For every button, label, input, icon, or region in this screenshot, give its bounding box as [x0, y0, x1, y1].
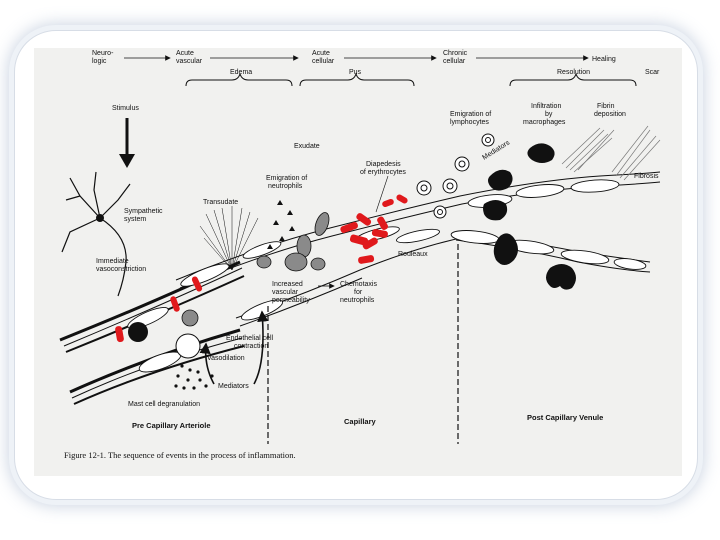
stimulus-arrow-head	[119, 154, 135, 168]
label-emig-neutrophils-1: Emigration of	[266, 175, 307, 182]
label-sympathetic-2: system	[124, 216, 146, 223]
stage-neurologic-2: logic	[92, 58, 107, 65]
label-emig-lymphocytes-1: Emigration of	[450, 111, 491, 118]
mediator-dots	[174, 364, 214, 390]
transudate-fibers	[199, 206, 259, 271]
label-transudate: Transudate	[203, 199, 238, 206]
stage-acute-cellular-2: cellular	[312, 58, 335, 65]
neutrophil-cells	[181, 212, 330, 327]
figure-sheet	[34, 48, 682, 476]
label-fibrosis: Fibrosis	[634, 173, 659, 180]
label-fibrin-2: deposition	[594, 111, 626, 118]
stage-scar: Scar	[645, 69, 660, 76]
section-dividers	[267, 244, 459, 444]
stage-acute-vascular-1: Acute	[176, 50, 194, 57]
label-emig-neutrophils-2: neutrophils	[268, 183, 303, 190]
brace-group	[185, 72, 637, 87]
section-capillary: Capillary	[344, 417, 377, 426]
stage-acute-cellular-1: Acute	[312, 50, 330, 57]
label-endothelial-1: Endothelial cell	[226, 335, 274, 342]
label-stimulus: Stimulus	[112, 105, 139, 112]
label-sympathetic-1: Sympathetic	[124, 208, 163, 215]
stage-neurologic-1: Neuro-	[92, 50, 114, 57]
neutrophil-triangles	[267, 200, 295, 249]
label-diapedesis-2: of erythrocytes	[360, 169, 406, 176]
label-vasoconstriction-1: Immediate	[96, 258, 129, 265]
label-emig-lymphocytes-2: lymphocytes	[450, 119, 489, 126]
label-infiltration-3: macrophages	[523, 119, 566, 126]
neuron-body-icon	[96, 214, 104, 222]
stage-timeline: Neuro- logic Acute vascular Acute cellul…	[92, 50, 660, 76]
label-diapedesis-1: Diapedesis	[366, 161, 401, 168]
label-chemotaxis-3: neutrophils	[340, 297, 375, 304]
label-fibrin-1: Fibrin	[597, 103, 615, 110]
label-vasoconstriction-2: vasoconstriction	[96, 266, 146, 273]
neuron-icon	[61, 171, 131, 297]
label-mediators-bottom: Mediators	[218, 383, 249, 390]
section-arteriole: Pre Capillary Arteriole	[132, 421, 211, 430]
label-infiltration-2: by	[545, 111, 553, 118]
brace-edema	[185, 72, 293, 87]
stage-healing: Healing	[592, 56, 616, 63]
label-exudate: Exudate	[294, 143, 320, 150]
erythrocytes	[115, 194, 408, 343]
mediator-arrows	[199, 310, 269, 385]
section-venule: Post Capillary Venule	[527, 413, 603, 422]
stage-acute-vascular-2: vascular	[176, 58, 203, 65]
brace-label-edema: Edema	[230, 69, 252, 76]
mast-cell-icon	[175, 333, 201, 359]
label-chemotaxis-1: Chemotaxis	[340, 281, 377, 288]
figure-caption: Figure 12-1. The sequence of events in t…	[64, 450, 296, 460]
label-vasodilation: Vasodilation	[207, 355, 245, 362]
label-chemotaxis-2: for	[354, 289, 363, 296]
macrophages	[483, 143, 576, 290]
brace-resolution	[509, 72, 637, 87]
label-increased-perm-1: Increased	[272, 281, 303, 288]
label-infiltration-1: Infiltration	[531, 103, 561, 110]
stage-chronic-cellular-1: Chronic	[443, 50, 468, 57]
leukocyte-nucleus-icon	[128, 322, 148, 342]
brace-label-resolution: Resolution	[557, 69, 590, 76]
stage-chronic-cellular-2: cellular	[443, 58, 466, 65]
label-increased-perm-2: vascular	[272, 289, 299, 296]
label-endothelial-2: contraction	[234, 343, 268, 350]
brace-label-pus: Pus	[349, 69, 362, 76]
fibrin-strands	[561, 125, 661, 181]
label-increased-perm-3: permeability	[272, 297, 310, 304]
label-mast-cell: Mast cell degranulation	[128, 401, 200, 408]
label-rouleaux: Rouleaux	[398, 251, 428, 258]
lymphocytes	[416, 133, 495, 219]
brace-pus	[299, 72, 415, 87]
